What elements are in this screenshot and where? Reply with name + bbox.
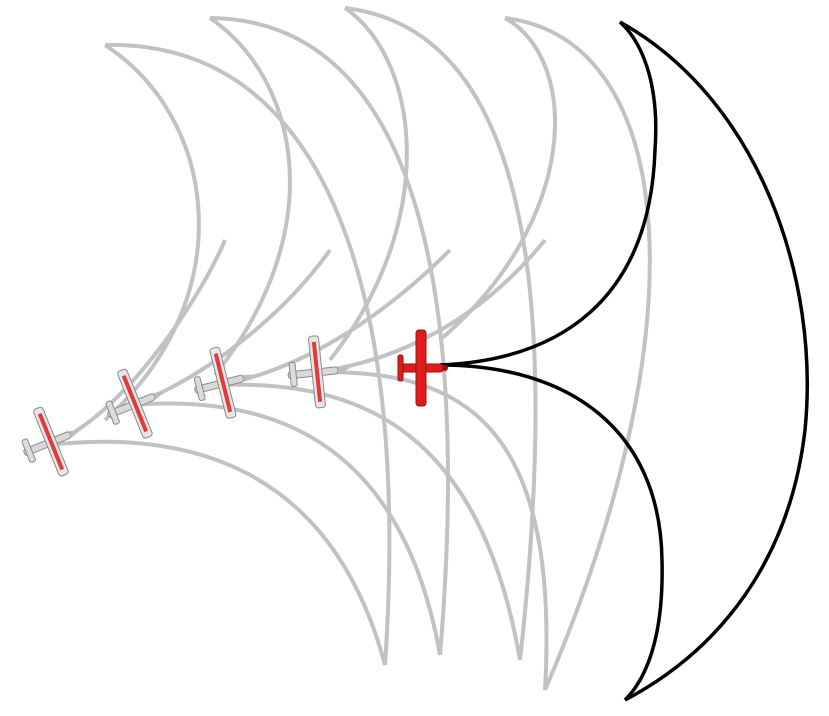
wavefront-2-lower-shock [131,401,442,656]
airplane-ghost-1 [21,406,82,477]
airplane-ghost-3 [193,346,255,419]
wavefront-4-outer-arc [504,16,652,691]
wavefront-1-front-arc [103,43,201,422]
wavefront-4 [317,16,652,691]
wavefront-4-upper-shock [317,238,547,374]
wavefront-2-outer-arc [209,16,450,656]
current-lower-shock [439,363,664,702]
wavefront-2 [131,16,450,656]
wavefront-1-lower-shock [47,439,387,666]
wavefront-4-front-arc [438,16,557,342]
wavefront-3-lower-shock [219,382,522,661]
airplane-current [397,329,448,407]
wavefront-2-front-arc [208,16,292,377]
wavefront-3-front-arc [328,6,409,362]
current-outer-arc [619,20,809,702]
wavefront-4-lower-shock [317,369,549,691]
airplane-ghost-4 [287,335,350,409]
current-upper-shock [439,20,658,367]
airplane-ghost-2 [105,368,166,439]
wavefront-current [439,20,809,702]
